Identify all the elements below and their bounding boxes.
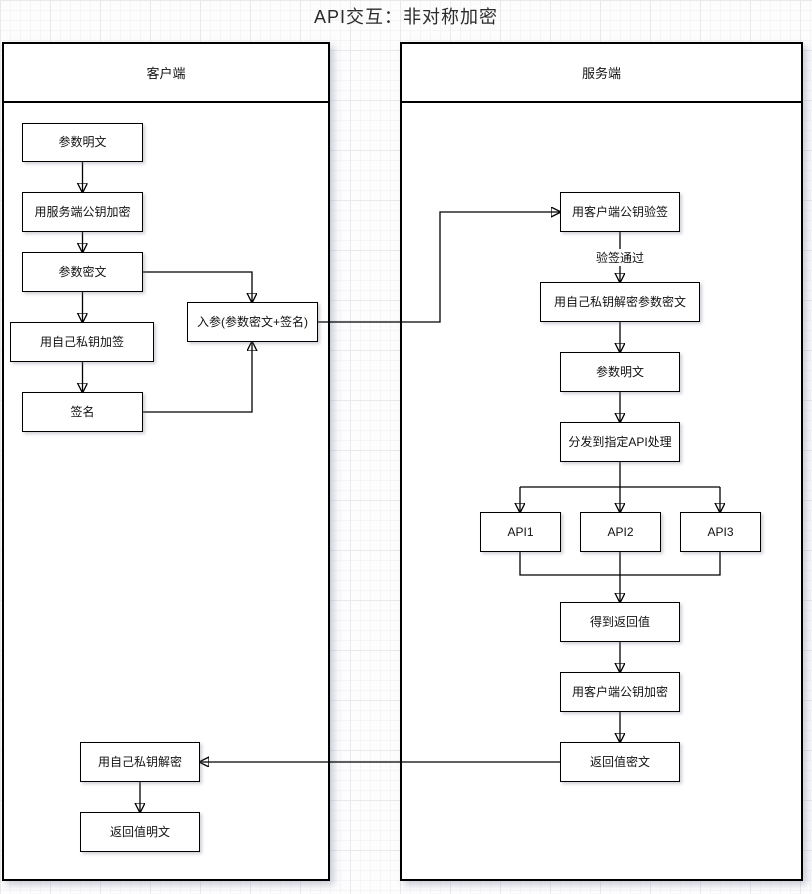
node-param-plaintext-server[interactable]: 参数明文 — [560, 352, 680, 392]
container-server-title: 服务端 — [402, 44, 801, 103]
node-decrypt-with-own-privkey[interactable]: 用自己私钥解密 — [80, 742, 200, 782]
node-encrypt-with-server-pubkey[interactable]: 用服务端公钥加密 — [22, 192, 143, 232]
node-verify-with-client-pubkey[interactable]: 用客户端公钥验签 — [560, 192, 680, 232]
container-client[interactable]: 客户端 — [2, 42, 330, 881]
node-signature[interactable]: 签名 — [22, 392, 143, 432]
node-decrypt-param-ciphertext[interactable]: 用自己私钥解密参数密文 — [540, 282, 700, 322]
node-api2[interactable]: API2 — [580, 512, 661, 552]
container-client-title: 客户端 — [4, 44, 328, 103]
node-param-ciphertext[interactable]: 参数密文 — [22, 252, 143, 292]
node-encrypt-with-client-pubkey[interactable]: 用客户端公钥加密 — [560, 672, 680, 712]
node-input-params[interactable]: 入参(参数密文+签名) — [187, 302, 318, 342]
node-return-plaintext[interactable]: 返回值明文 — [80, 812, 200, 852]
node-get-return-value[interactable]: 得到返回值 — [560, 602, 680, 642]
node-return-ciphertext[interactable]: 返回值密文 — [560, 742, 680, 782]
edge-label-verify-pass: 验签通过 — [592, 249, 648, 266]
node-api1[interactable]: API1 — [480, 512, 561, 552]
node-api3[interactable]: API3 — [680, 512, 761, 552]
diagram-title: API交互：非对称加密 — [313, 7, 498, 27]
node-dispatch-to-api[interactable]: 分发到指定API处理 — [560, 422, 680, 462]
node-param-plaintext-client[interactable]: 参数明文 — [22, 123, 143, 162]
node-sign-with-own-privkey[interactable]: 用自己私钥加签 — [10, 322, 154, 362]
